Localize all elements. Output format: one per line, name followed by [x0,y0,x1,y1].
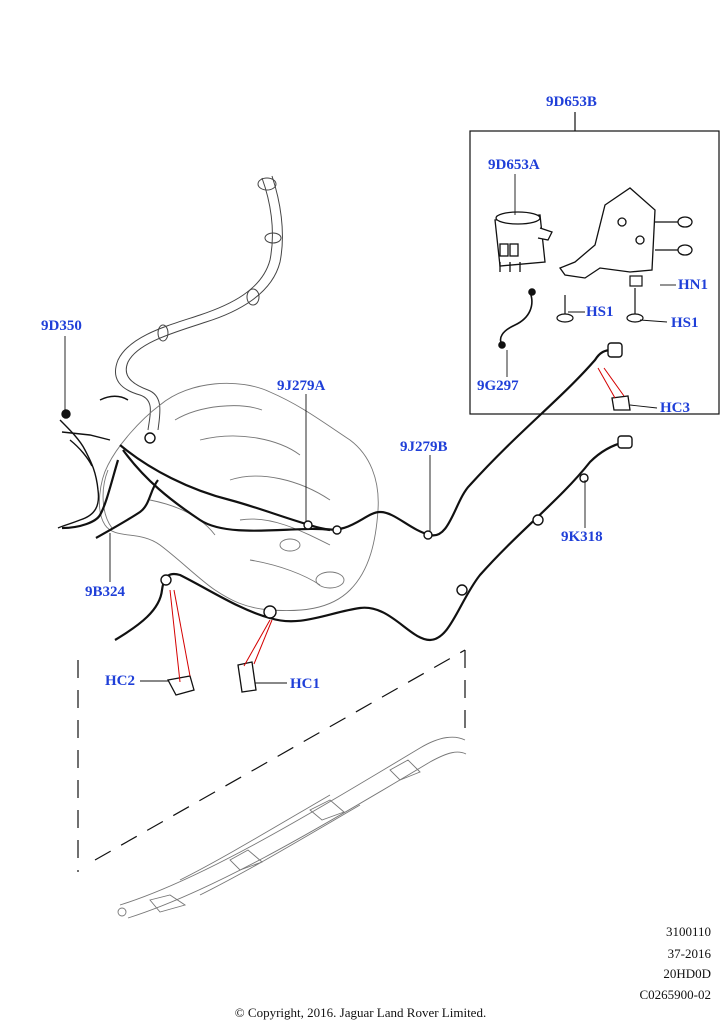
vehicle-underbody [117,736,467,919]
reference-code-4: C0265900-02 [639,987,712,1002]
callout-9K318: 9K318 [561,529,603,545]
evap-canister [494,211,553,272]
callout-HC2: HC2 [105,673,135,689]
vapour-hose-assembly [57,395,129,529]
bracket-fasteners [556,275,644,323]
canister-hose [498,288,536,349]
detail-leader-lines [169,367,625,683]
fuel-tank [99,382,379,612]
callout-9J279B: 9J279B [400,439,448,455]
callout-9D350: 9D350 [41,318,82,334]
callout-HS1-b: HS1 [671,315,699,331]
component-group-box [469,112,720,415]
fuel-supply-lines [61,348,626,642]
callout-9J279A: 9J279A [277,378,326,394]
callout-9B324: 9B324 [85,584,126,600]
callout-9D653B: 9D653B [546,94,597,110]
callout-leader-lines [64,174,676,684]
line-connectors [144,342,633,619]
callout-HC3: HC3 [660,400,690,416]
callout-HN1: HN1 [678,277,708,293]
reference-code-1: 3100110 [665,924,711,939]
callout-9G297: 9G297 [477,378,519,394]
copyright-notice: © Copyright, 2016. Jaguar Land Rover Lim… [234,1005,487,1020]
filler-neck-pipe [115,175,283,431]
reference-code-3: 20HD0D [663,966,711,981]
detail-view-box [77,649,466,872]
pipe-clips [167,395,631,696]
callout-9D653A: 9D653A [488,157,540,173]
reference-code-2: 37-2016 [667,946,711,961]
callout-HC1: HC1 [290,676,320,692]
callout-HS1-a: HS1 [586,304,614,320]
canister-bracket [558,187,693,279]
